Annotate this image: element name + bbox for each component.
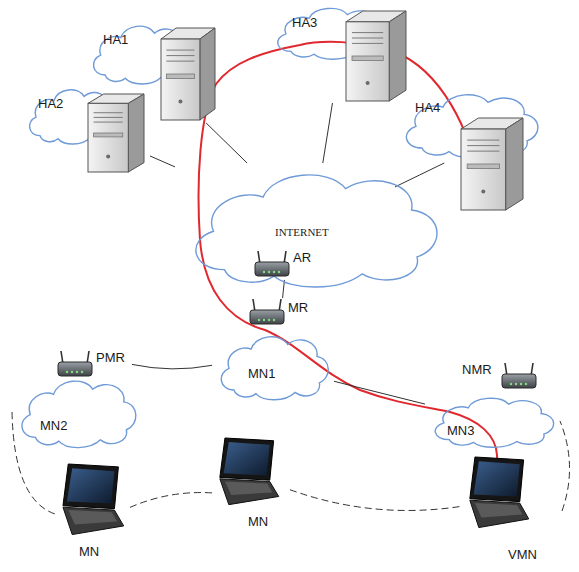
network-link [206, 123, 247, 163]
node-label: MR [288, 300, 308, 315]
node-label: HA4 [415, 100, 440, 115]
network-node: MN1 [212, 330, 334, 402]
network-node: AR [255, 250, 317, 280]
node-label: INTERNET [275, 225, 329, 240]
node-shape [268, 3, 413, 103]
node-label: AR [293, 250, 311, 265]
network-link [323, 103, 333, 163]
laptop-icon [63, 464, 124, 535]
node-shape [425, 393, 560, 449]
network-link [150, 156, 175, 167]
network-node: MN3 [425, 393, 560, 449]
node-label: MN [248, 514, 268, 529]
network-node: MN [212, 436, 290, 536]
node-label: MN2 [40, 418, 67, 433]
node-label: VMN [508, 547, 537, 562]
movement-path [130, 493, 212, 508]
network-node: HA4 [395, 88, 545, 213]
node-label: HA1 [103, 32, 128, 47]
network-node: INTERNET [175, 163, 450, 291]
server-icon [346, 11, 406, 101]
network-node: PMR [58, 350, 132, 378]
node-label: PMR [96, 350, 125, 365]
cloud-outline [435, 398, 553, 447]
router-icon [255, 251, 289, 276]
network-node: MN [55, 462, 130, 566]
node-label: MN [79, 544, 99, 559]
network-link [334, 381, 425, 404]
server-icon [461, 118, 523, 210]
network-node: MR [250, 298, 312, 328]
network-node: MN2 [12, 374, 142, 450]
node-shape [22, 82, 150, 174]
movement-path [560, 421, 570, 511]
node-label: NMR [462, 362, 492, 377]
cloud-outline [221, 337, 328, 400]
network-node: NMR [462, 362, 537, 392]
node-label: HA2 [38, 96, 63, 111]
router-icon [58, 351, 92, 376]
network-link [132, 364, 212, 368]
laptop-icon [470, 457, 529, 528]
network-node: VMN [462, 455, 562, 567]
cloud-outline [22, 381, 136, 448]
cloud-outline [196, 175, 437, 287]
network-node: HA2 [22, 82, 150, 174]
red-route [199, 42, 498, 492]
node-label: HA3 [292, 15, 317, 30]
network-node: HA3 [268, 3, 413, 103]
movement-path [290, 490, 462, 511]
router-icon [502, 363, 536, 388]
node-label: MN3 [447, 423, 474, 438]
server-icon [88, 94, 144, 172]
laptop-icon [220, 438, 279, 505]
node-label: MN1 [248, 366, 275, 381]
router-icon [250, 299, 284, 324]
server-icon [161, 28, 215, 120]
network-link [395, 163, 444, 187]
node-shape [12, 374, 142, 450]
